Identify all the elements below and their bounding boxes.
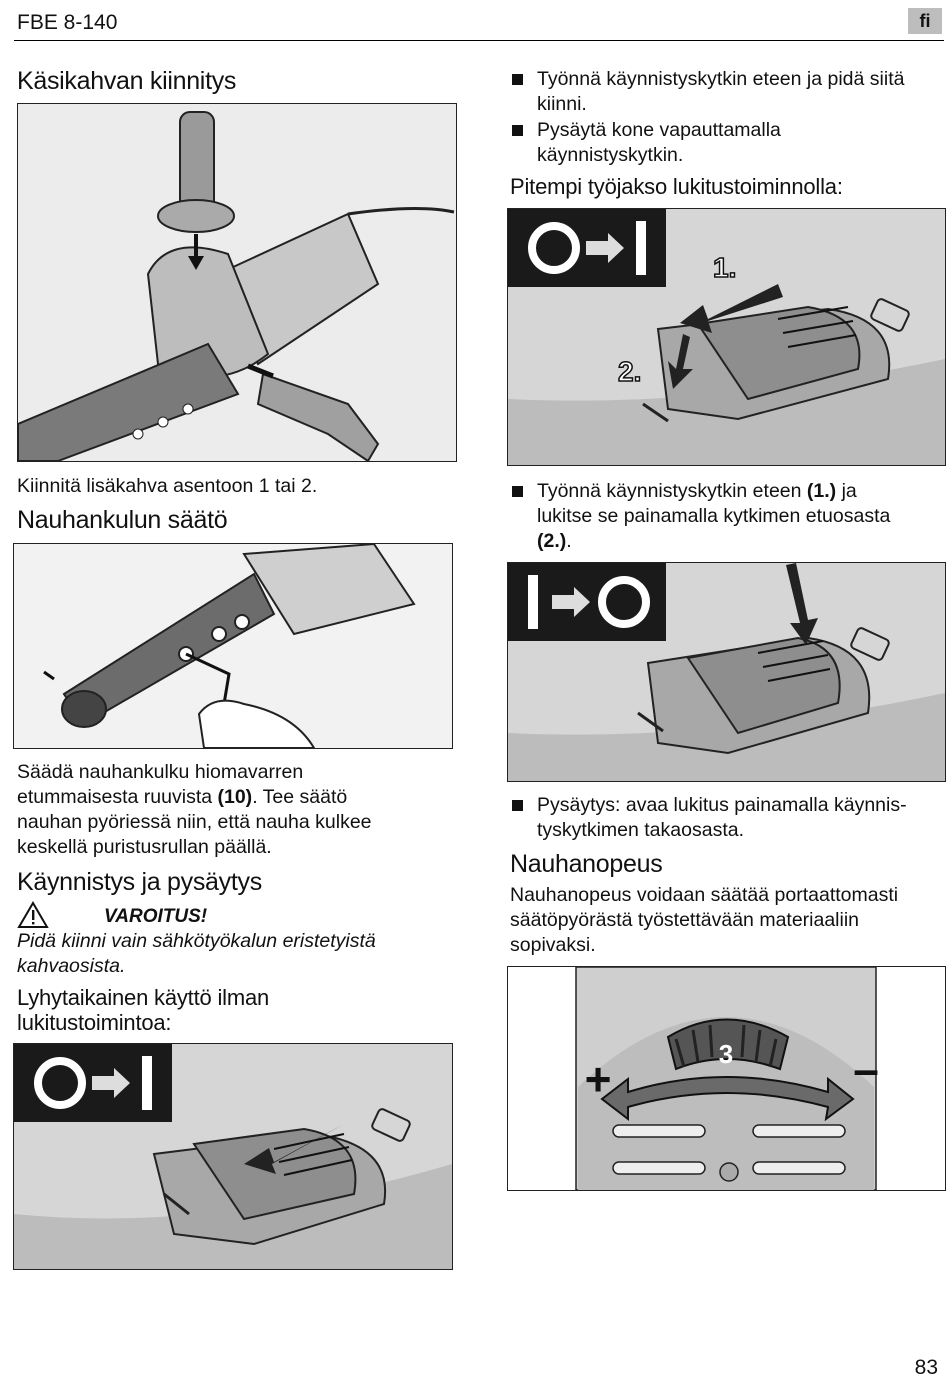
bullet-hold-switch: Työnnä käynnistyskytkin eteen ja pidä si…	[509, 67, 904, 117]
belt-tracking-text-2: etummaisesta ruuvista (10). Tee säätö	[17, 786, 348, 808]
warning-title: VAROITUS!	[104, 906, 208, 927]
bullet-unlock: Pysäytys: avaa lukitus painamalla käynni…	[509, 793, 907, 843]
handle-caption: Kiinnitä lisäkahva asentoon 1 tai 2.	[17, 475, 318, 497]
language-badge: fi	[908, 8, 942, 34]
warning-triangle-icon	[17, 901, 49, 929]
belt-tracking-text-4: keskellä puristusrullan päällä.	[17, 836, 272, 858]
figure-lock-switch: 1. 2.	[507, 208, 946, 466]
header-rule	[14, 40, 944, 41]
dial-minus-label: –	[853, 1043, 879, 1095]
section-heading-start-stop: Käynnistys ja pysäytys	[17, 868, 262, 896]
bullet-release-switch: Pysäytä kone vapauttamalla käynnistyskyt…	[509, 118, 781, 168]
figure-speed-dial: 3 + –	[507, 966, 946, 1191]
belt-tracking-text-1: Säädä nauhankulku hiomavarren	[17, 761, 304, 783]
figure-handle-mounting	[17, 103, 457, 462]
figure-belt-tracking	[13, 543, 453, 749]
section-heading-belt-speed: Nauhanopeus	[510, 850, 663, 878]
subheading-momentary: Lyhytaikainen käyttö ilman	[17, 985, 270, 1010]
page-number: 83	[914, 1356, 938, 1379]
warning-text-2: kahvaosista.	[17, 955, 126, 977]
subheading-momentary-2: lukitustoimintoa:	[17, 1010, 172, 1035]
figure-unlock-switch	[507, 562, 946, 782]
figure-momentary-switch	[13, 1043, 453, 1270]
belt-tracking-text-3: nauhan pyöriessä niin, että nauha kulkee	[17, 811, 372, 833]
belt-speed-text-3: sopivaksi.	[510, 934, 596, 956]
belt-speed-text-2: säätöpyörästä työstettävään materiaaliin	[510, 909, 860, 931]
belt-speed-text-1: Nauhanopeus voidaan säätää portaattomast…	[510, 884, 899, 906]
section-heading-belt-tracking: Nauhankulun säätö	[17, 506, 228, 534]
dial-value: 3	[719, 1039, 733, 1069]
section-heading-handle: Käsikahvan kiinnitys	[17, 67, 237, 95]
bullet-lock-switch: Työnnä käynnistyskytkin eteen (1.) ja lu…	[509, 479, 890, 554]
warning-text-1: Pidä kiinni vain sähkötyökalun eristetyi…	[17, 930, 376, 952]
dial-plus-label: +	[585, 1053, 612, 1105]
subheading-continuous: Pitempi työjakso lukitustoiminnolla:	[510, 174, 843, 199]
figure-label-1: 1.	[713, 252, 736, 283]
header-title: FBE 8-140	[17, 11, 118, 34]
figure-label-2: 2.	[618, 356, 641, 387]
